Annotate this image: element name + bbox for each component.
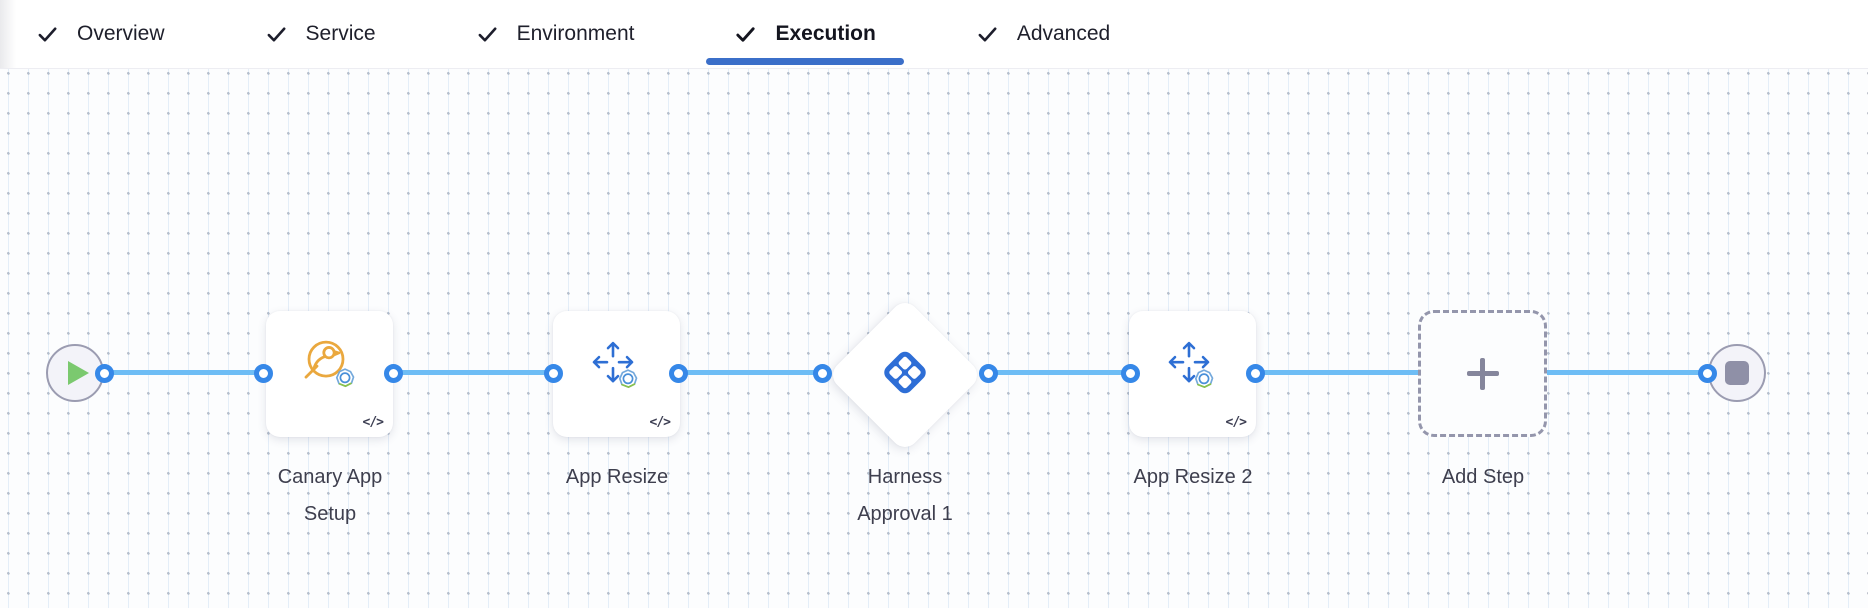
resize-arrows-icon: [1162, 335, 1224, 402]
tab-label: Service: [305, 22, 376, 45]
end-node: [1708, 344, 1766, 402]
edge-canary-to-resize: [393, 370, 553, 375]
port: [94, 363, 114, 383]
check-icon: [267, 26, 285, 42]
port: [1120, 363, 1140, 383]
port: [383, 363, 403, 383]
pipeline-canvas[interactable]: </> </>: [0, 69, 1868, 608]
check-icon: [38, 26, 57, 42]
port: [668, 363, 688, 383]
gear-icon: [618, 369, 637, 388]
edge-start-to-canary: [104, 370, 263, 375]
start-node: [46, 344, 104, 402]
node-label-harness-approval: Harness Approval 1: [857, 466, 953, 525]
node-label-app-resize-2: App Resize 2: [1133, 466, 1253, 488]
port: [978, 363, 998, 383]
code-badge-icon: </>: [362, 415, 385, 430]
tab-environment[interactable]: Environment: [476, 0, 635, 68]
check-icon: [978, 26, 997, 42]
code-badge-icon: </>: [649, 415, 672, 430]
node-harness-approval-1[interactable]: [827, 297, 983, 453]
tab-service[interactable]: Service: [265, 0, 376, 68]
check-icon: [736, 26, 756, 42]
port: [812, 363, 832, 383]
resize-arrows-icon: [586, 335, 648, 402]
tab-overview[interactable]: Overview: [36, 0, 165, 68]
edge-approval-to-resize2: [988, 370, 1130, 375]
check-icon: [478, 26, 497, 42]
node-app-resize[interactable]: </>: [553, 311, 680, 437]
tab-label: Environment: [516, 22, 635, 45]
harness-logo-icon: [875, 343, 935, 408]
gear-icon: [335, 368, 354, 388]
canary-icon: [299, 335, 361, 402]
code-badge-icon: </>: [1225, 415, 1248, 430]
port: [253, 363, 273, 383]
config-tab-bar: Overview Service Environment Execution A…: [0, 0, 1868, 69]
port: [1245, 363, 1265, 383]
node-label-add-step: Add Step: [1441, 466, 1525, 488]
node-app-resize-2[interactable]: </>: [1129, 311, 1256, 437]
play-icon: [67, 361, 89, 385]
add-step-button[interactable]: [1418, 310, 1547, 437]
node-label-app-resize: App Resize: [565, 466, 669, 488]
plus-icon: [1466, 357, 1499, 390]
port: [543, 363, 563, 383]
tab-label: Advanced: [1016, 22, 1111, 45]
node-canary-app-setup[interactable]: </>: [266, 311, 393, 437]
stop-icon: [1725, 361, 1749, 385]
tab-label: Execution: [775, 22, 876, 45]
edge-resize-to-approval: [678, 370, 822, 375]
gear-icon: [1194, 369, 1213, 388]
tab-label: Overview: [77, 22, 165, 45]
tab-execution[interactable]: Execution: [706, 0, 905, 68]
port: [1697, 363, 1717, 383]
node-label-canary-app-setup: Canary App Setup: [277, 466, 383, 525]
tab-advanced[interactable]: Advanced: [976, 0, 1110, 68]
